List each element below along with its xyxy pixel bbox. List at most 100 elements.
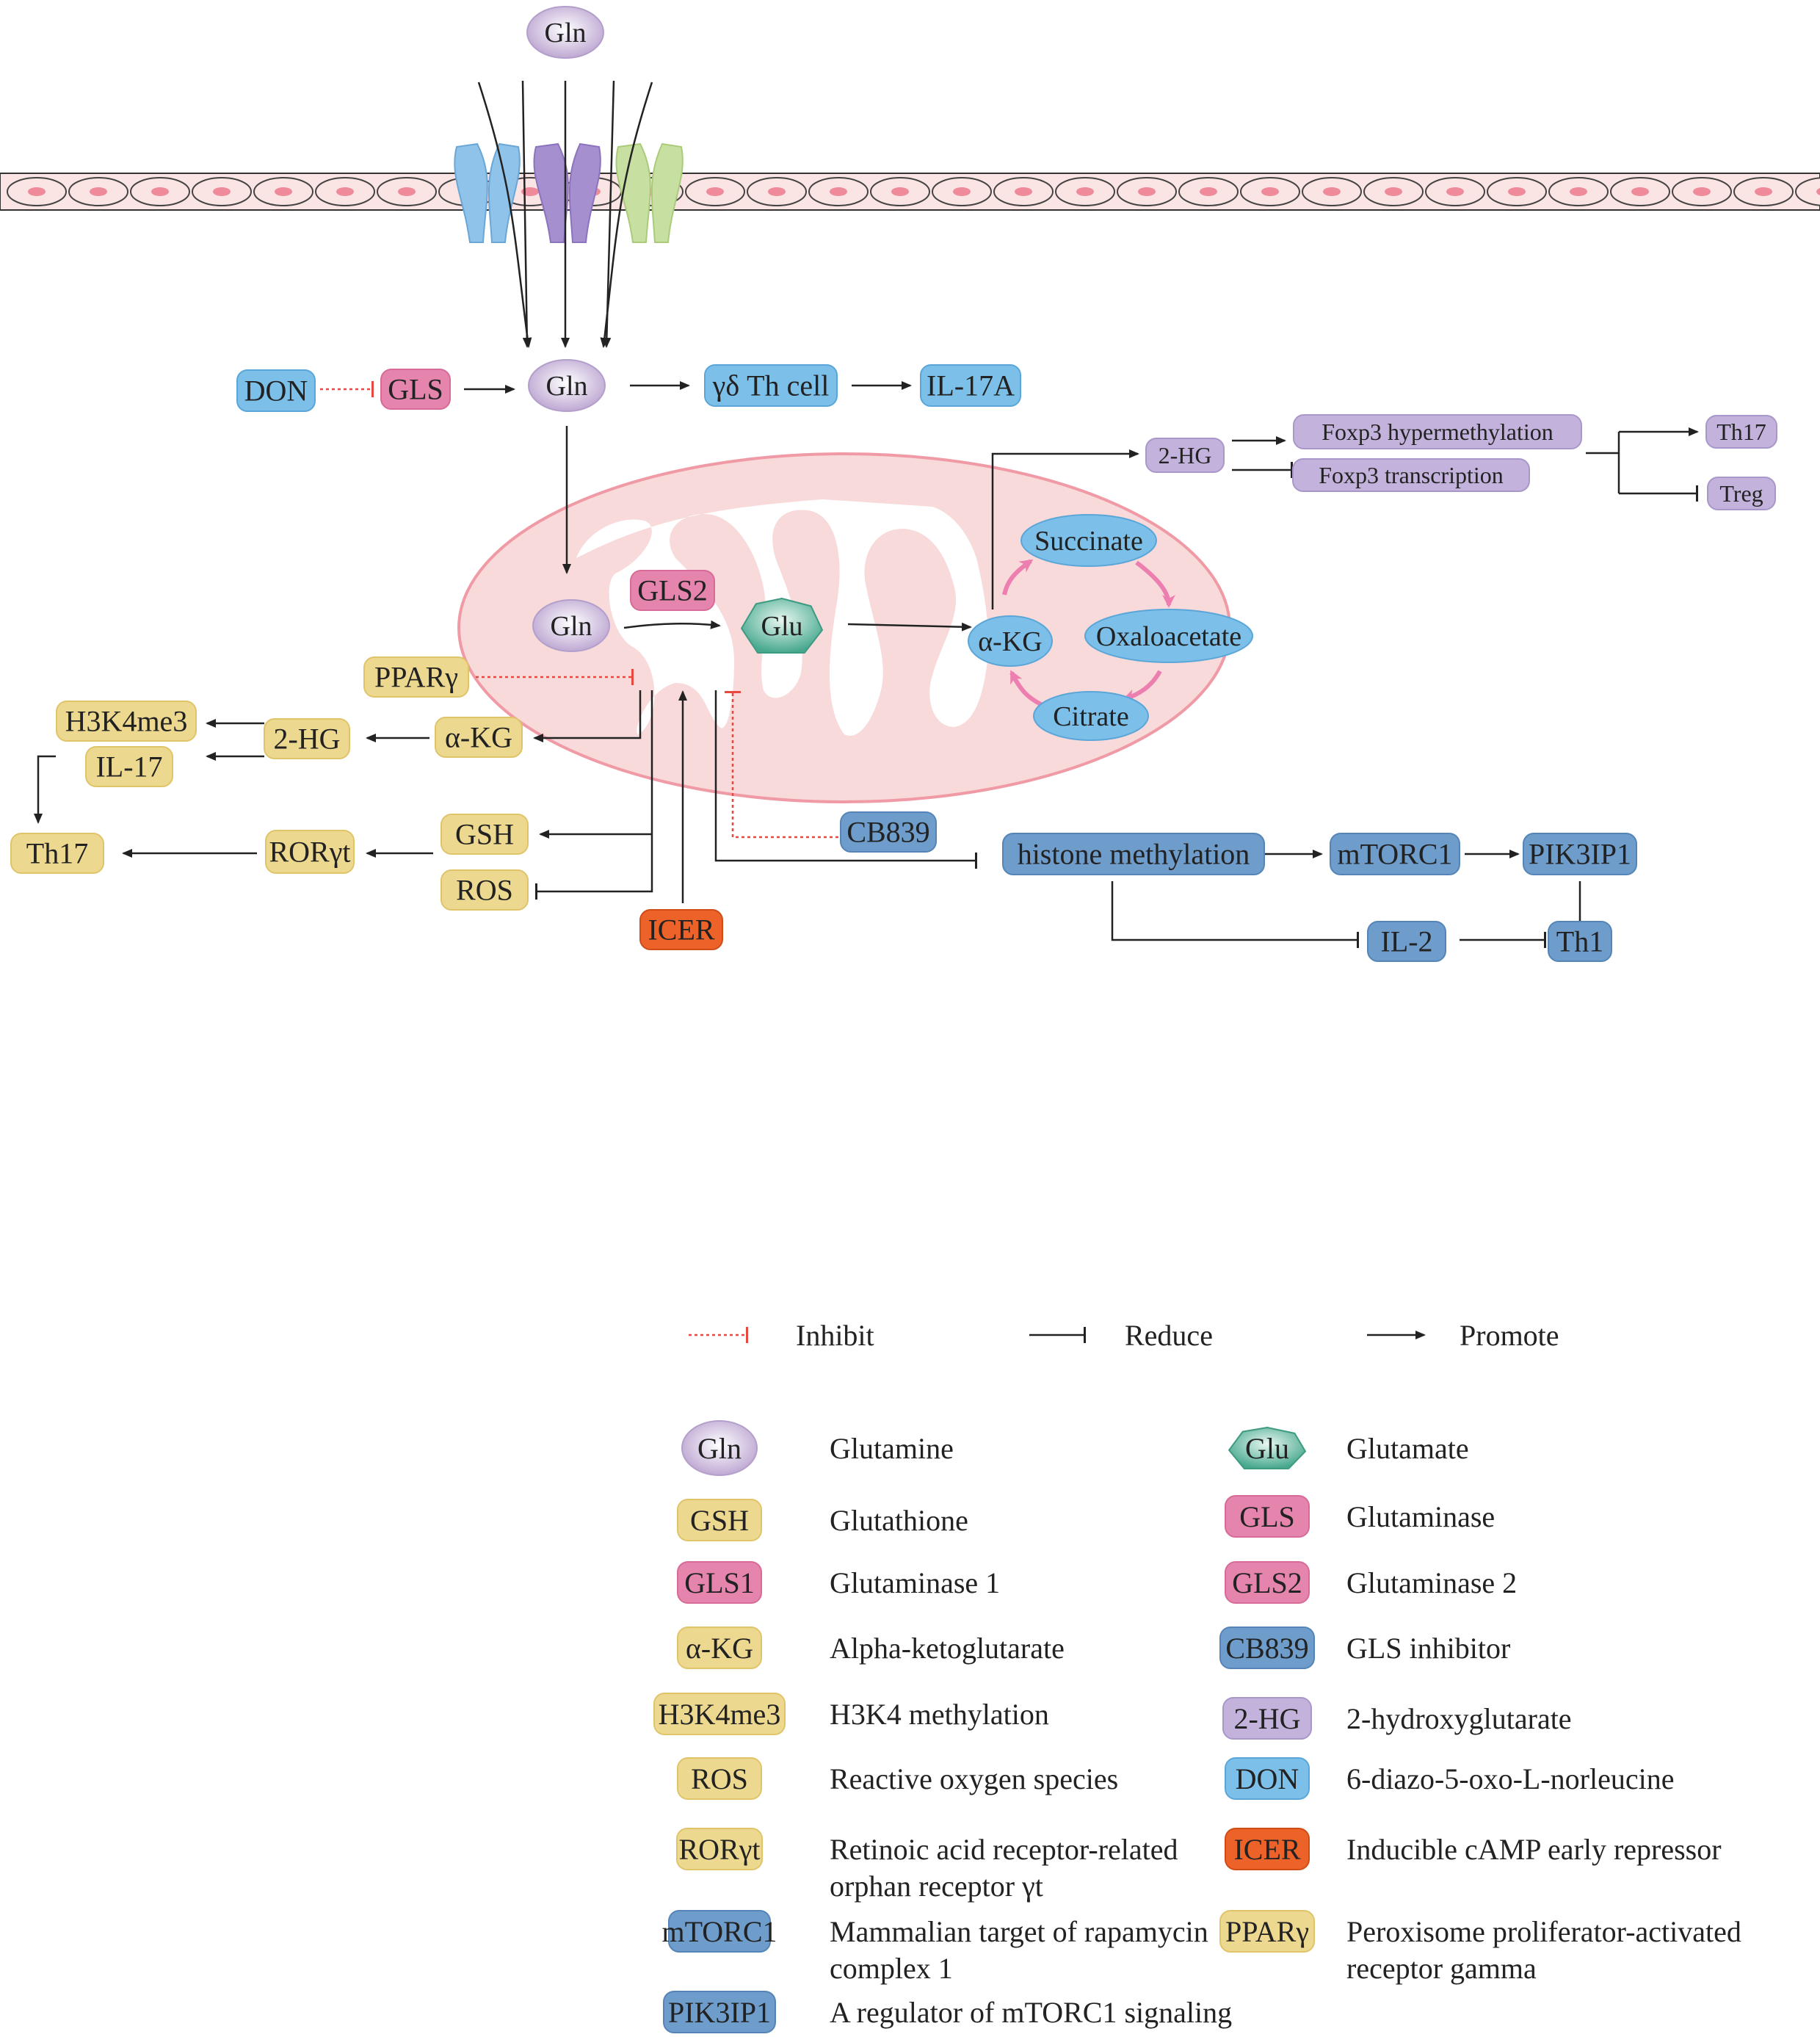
th1-node: Th1 <box>1548 921 1612 962</box>
citrate-node-shape <box>1033 691 1149 741</box>
legend-desc: Glutaminase 1 <box>830 1566 1000 1599</box>
gls-node-shape <box>380 369 451 410</box>
legend-desc: Retinoic acid receptor-related <box>830 1833 1178 1866</box>
two-hg-left-node: 2-HG <box>264 718 350 759</box>
gln-mid-node-label: Gln <box>546 371 588 402</box>
transporter-purple <box>533 142 601 243</box>
legend-abbr: GSH <box>690 1504 749 1537</box>
membrane-cell-nucleus <box>1200 187 1217 196</box>
legend-right-2-shape <box>1225 1561 1310 1604</box>
gamma-delta-th-node-label: γδ Th cell <box>712 369 830 402</box>
legend-left-5-shape <box>677 1757 762 1800</box>
legend-abbr: Gln <box>697 1432 742 1465</box>
membrane-cell-nucleus <box>398 187 416 196</box>
membrane-cell <box>1795 177 1820 206</box>
legend-item: H3K4me3 H3K4 methylation <box>653 1693 1049 1735</box>
h3k4me3-node-shape <box>56 701 197 742</box>
gls-node: GLS <box>380 369 451 410</box>
gamma-delta-th-node-shape <box>704 364 838 407</box>
legend-abbr: ICER <box>1233 1833 1300 1866</box>
gsh-node: GSH <box>441 814 529 855</box>
ppar-gamma-node-label: PPARγ <box>374 661 458 694</box>
key-reduce-label: Reduce <box>1125 1319 1213 1352</box>
treg-node-shape <box>1707 477 1776 510</box>
legend-desc: Glutaminase <box>1346 1500 1495 1533</box>
two-hg-right-node-label: 2-HG <box>1159 442 1212 468</box>
treg-node: Treg <box>1707 477 1776 510</box>
membrane-cell-nucleus <box>1755 187 1772 196</box>
two-hg-right-node: 2-HG <box>1145 438 1225 473</box>
glu-node-shape <box>741 598 823 654</box>
don-node: DON <box>236 369 316 412</box>
ros-node-label: ROS <box>456 874 513 907</box>
legend-abbr: α-KG <box>686 1632 753 1665</box>
gls2-node: GLS2 <box>630 570 715 611</box>
gln-mito-node: Gln <box>532 599 610 652</box>
legend-desc: Alpha-ketoglutarate <box>830 1632 1065 1665</box>
legend-desc: Peroxisome proliferator-activated <box>1346 1915 1741 1948</box>
membrane-cell-nucleus <box>1631 187 1649 196</box>
legend-desc: Glutathione <box>830 1504 968 1537</box>
legend-desc: Inducible cAMP early repressor <box>1346 1833 1722 1866</box>
gln-mito-node-shape <box>532 599 610 652</box>
legend-abbr: DON <box>1236 1762 1299 1795</box>
akg-left-node: α-KG <box>435 717 523 758</box>
membrane-cell-nucleus <box>1323 187 1341 196</box>
legend-desc: GLS inhibitor <box>1346 1632 1510 1665</box>
legend-right-4-shape <box>1222 1697 1312 1740</box>
akg-left-node-label: α-KG <box>445 721 512 754</box>
icer-node: ICER <box>639 909 723 950</box>
membrane-cell-nucleus <box>953 187 971 196</box>
akg-tca-node: α-KG <box>968 615 1053 667</box>
membrane-cell-nucleus <box>275 187 292 196</box>
legend-abbr: H3K4me3 <box>659 1698 781 1731</box>
legend-desc-line2: complex 1 <box>830 1952 953 1985</box>
legend-abbr: GLS2 <box>1232 1566 1302 1599</box>
foxp3-transcription-node: Foxp3 transcription <box>1292 458 1530 492</box>
il17-node: IL-17 <box>85 746 173 787</box>
histone-methylation-node-shape <box>1002 833 1265 875</box>
pik3ip1-node: PIK3IP1 <box>1523 833 1637 875</box>
h3k4me3-node: H3K4me3 <box>56 701 197 742</box>
gln-mid-node-shape <box>528 359 606 412</box>
mtorc1-node-shape <box>1330 833 1460 875</box>
il2-node-shape <box>1367 921 1446 962</box>
succinate-node-shape <box>1020 514 1157 567</box>
membrane-cell-nucleus <box>336 187 354 196</box>
citrate-node: Citrate <box>1033 691 1149 741</box>
gln-mid-node: Gln <box>528 359 606 412</box>
legend-desc: Glutaminase 2 <box>1346 1566 1517 1599</box>
legend-right-5-shape <box>1225 1757 1310 1800</box>
legend-desc-line2: receptor gamma <box>1346 1952 1537 1985</box>
legend-desc: H3K4 methylation <box>830 1698 1049 1731</box>
gsh-node-label: GSH <box>455 818 514 851</box>
foxp3-hypermethylation-node: Foxp3 hypermethylation <box>1293 414 1582 449</box>
foxp3-transcription-node-shape <box>1292 458 1530 492</box>
legend-left-3-shape <box>677 1627 762 1669</box>
legend-left-6-shape <box>676 1828 763 1870</box>
oxaloacetate-node-label: Oxaloacetate <box>1096 621 1241 652</box>
th17-left-node-label: Th17 <box>26 837 88 870</box>
legend-desc: 6-diazo-5-oxo-L-norleucine <box>1346 1762 1674 1795</box>
th17-right-node-shape <box>1705 415 1777 449</box>
ppar-gamma-node: PPARγ <box>363 656 469 698</box>
gsh-node-shape <box>441 814 529 855</box>
succinate-node-label: Succinate <box>1034 526 1143 557</box>
legend-abbr: Glu <box>1245 1432 1289 1465</box>
ppar-gamma-node-shape <box>363 656 469 698</box>
il17a-node: IL-17A <box>920 364 1021 407</box>
il17a-node-label: IL-17A <box>927 369 1015 402</box>
membrane-cell-nucleus <box>521 187 539 196</box>
glu-node-label: Glu <box>761 611 803 642</box>
treg-node-label: Treg <box>1719 480 1763 507</box>
th1-node-shape <box>1548 921 1612 962</box>
gls2-node-label: GLS2 <box>637 574 708 607</box>
legend-abbr: mTORC1 <box>661 1915 777 1948</box>
